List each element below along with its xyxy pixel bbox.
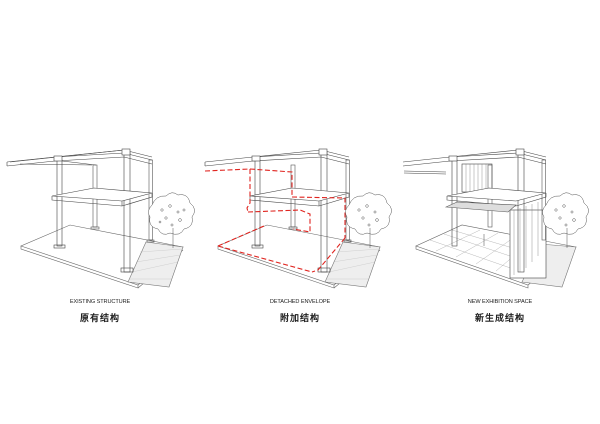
panel-new-exhibition-space: NEW EXHIBITION SPACE 新生成结构 <box>400 0 600 424</box>
tree-icon <box>542 192 589 248</box>
caption-english: EXISTING STRUCTURE <box>69 299 131 305</box>
tree-icon <box>345 192 392 248</box>
caption-english: NEW EXHIBITION SPACE <box>467 299 533 305</box>
caption-english: DETACHED ENVELOPE <box>269 299 331 305</box>
new-exhibition-space-drawing <box>402 148 589 289</box>
detached-envelope-drawing <box>204 148 392 289</box>
panel-existing-structure: EXISTING STRUCTURE 原有结构 <box>0 0 200 424</box>
tree-icon <box>148 192 195 248</box>
panel-detached-envelope: DETACHED ENVELOPE 附加结构 <box>200 0 400 424</box>
caption-chinese: 新生成结构 <box>474 314 525 324</box>
caption-chinese: 原有结构 <box>79 314 120 324</box>
detached-envelope-outline <box>204 168 346 273</box>
caption-chinese: 附加结构 <box>279 314 320 324</box>
existing-structure-drawing <box>6 148 195 289</box>
